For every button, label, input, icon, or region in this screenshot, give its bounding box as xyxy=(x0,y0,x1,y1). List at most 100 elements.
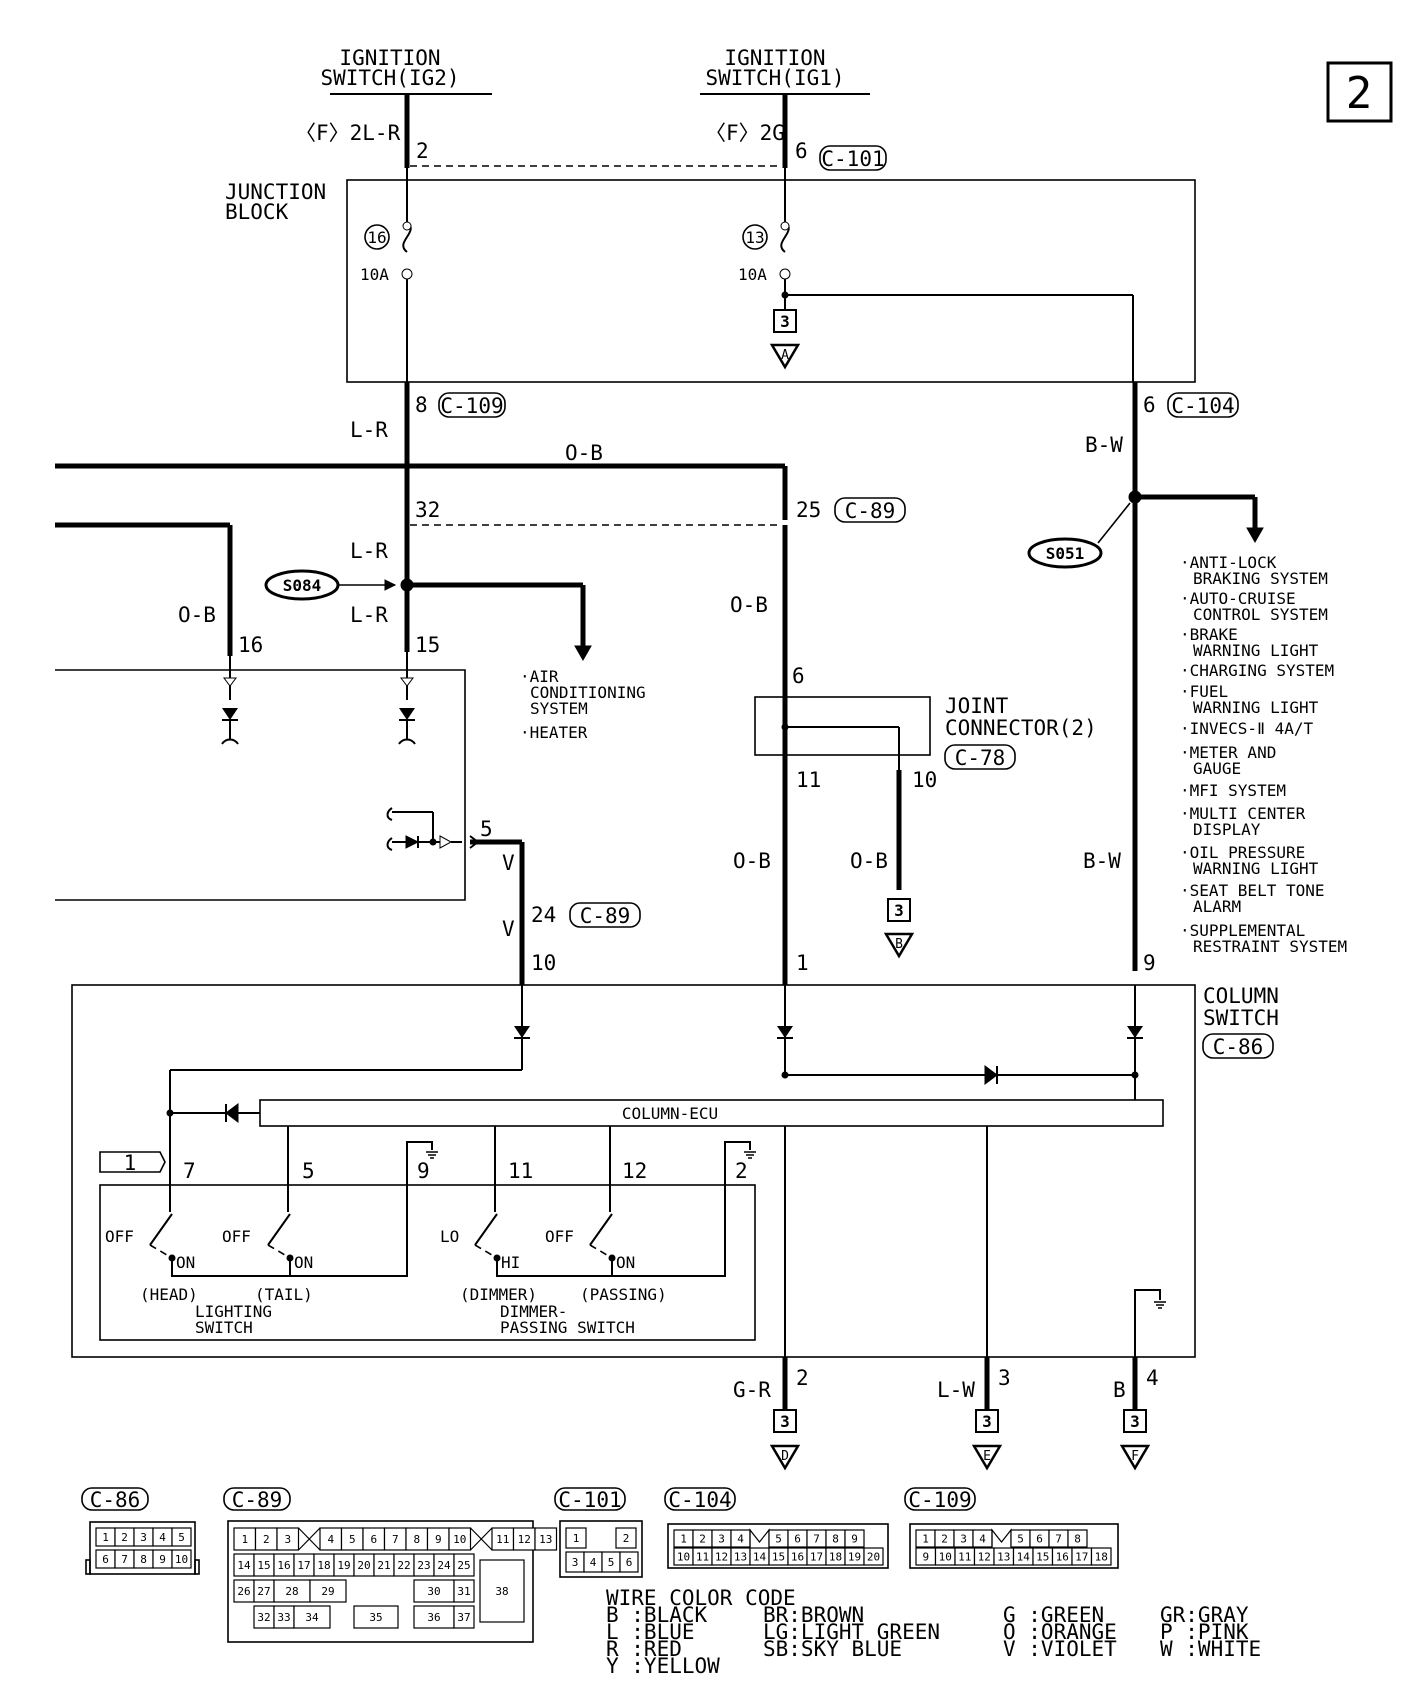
c89-pin-label: 13 xyxy=(539,1533,552,1546)
wire-ob-mid: O-B xyxy=(730,593,768,617)
c89-blank-cavity xyxy=(298,1527,321,1551)
c89-pin-label: 29 xyxy=(321,1585,334,1598)
wire-v-1: V xyxy=(502,851,515,875)
c89-pin-label: 15 xyxy=(257,1559,270,1572)
svg-text:P :PINK: P :PINK xyxy=(1160,1620,1249,1644)
ig2-wire-label: 〈F〉2L-R xyxy=(295,121,401,145)
splice-s051: S051 xyxy=(1046,544,1085,563)
svg-text:DISPLAY: DISPLAY xyxy=(1193,820,1261,839)
c89-pin-label: 25 xyxy=(457,1559,470,1572)
svg-text:W :WHITE: W :WHITE xyxy=(1160,1637,1261,1661)
conn-c109-label: C-109 xyxy=(440,394,503,418)
svg-text:·AUTO-CRUISE: ·AUTO-CRUISE xyxy=(1180,589,1296,608)
c89-pin-label: 16 xyxy=(277,1559,290,1572)
svg-text:WARNING LIGHT: WARNING LIGHT xyxy=(1193,698,1319,717)
c104-pin-label: 20 xyxy=(867,1551,880,1564)
svg-text:·BRAKE: ·BRAKE xyxy=(1180,625,1238,644)
pin-8: 8 xyxy=(415,393,428,417)
c104-pin-label: 10 xyxy=(677,1551,690,1564)
ref-a: A xyxy=(781,348,789,363)
svg-text:Y :YELLOW: Y :YELLOW xyxy=(606,1654,720,1678)
c109-cell xyxy=(1090,1547,1112,1566)
svg-text:·CHARGING SYSTEM: ·CHARGING SYSTEM xyxy=(1180,661,1334,680)
svg-text:CONTROL SYSTEM: CONTROL SYSTEM xyxy=(1193,605,1328,624)
c89-pin-label: 2 xyxy=(263,1533,270,1546)
c109-pin-label: 10 xyxy=(939,1551,952,1564)
passing-on: ON xyxy=(616,1253,635,1272)
ref-page-3-d: 3 xyxy=(780,1412,790,1431)
wire-gr: G-R xyxy=(733,1378,771,1402)
passing-off: OFF xyxy=(545,1227,574,1246)
svg-text:·HEATER: ·HEATER xyxy=(520,723,588,742)
c89-cell xyxy=(353,1605,399,1629)
ref-f: F xyxy=(1131,1449,1139,1464)
pin-1: 1 xyxy=(796,951,809,975)
c86-pin-label: 4 xyxy=(159,1531,166,1544)
c104-pin-label: 4 xyxy=(737,1533,744,1546)
conn-diagram-c89-label: C-89 xyxy=(232,1488,283,1512)
c104-pin-label: 16 xyxy=(791,1551,804,1564)
c89-pin-label: 17 xyxy=(297,1559,310,1572)
lighting-switch-label-1: LIGHTING xyxy=(195,1302,272,1321)
splice-s084: S084 xyxy=(283,576,322,595)
c104-pin-label: 3 xyxy=(718,1533,725,1546)
c89-pin-label: 38 xyxy=(495,1585,508,1598)
c104-pin-label: 14 xyxy=(753,1551,767,1564)
c86-pin-label: 6 xyxy=(102,1553,109,1566)
c104-pin-label: 13 xyxy=(734,1551,747,1564)
switch-pin-7: 7 xyxy=(183,1159,196,1183)
c89-cell xyxy=(293,1605,331,1629)
pin-32: 32 xyxy=(415,498,440,522)
wire-color-code: WIRE COLOR CODE B :BLACK L :BLUE R :RED … xyxy=(606,1586,1261,1678)
c89-cell xyxy=(453,1605,475,1629)
c89-pin-label: 5 xyxy=(349,1533,356,1546)
svg-text:SB:SKY BLUE: SB:SKY BLUE xyxy=(763,1637,902,1661)
c86-pin-label: 5 xyxy=(178,1531,185,1544)
c89-cell xyxy=(309,1579,347,1603)
c89-pin-label: 19 xyxy=(337,1559,350,1572)
c89-pin-label: 1 xyxy=(241,1533,248,1546)
dimmer-label: (DIMMER) xyxy=(460,1285,537,1304)
c101-pin-label: 1 xyxy=(573,1532,580,1545)
passing-label: (PASSING) xyxy=(580,1285,667,1304)
lighting-switch-label-2: SWITCH xyxy=(195,1318,253,1337)
svg-text:SYSTEM: SYSTEM xyxy=(530,699,588,718)
svg-text:BR:BROWN: BR:BROWN xyxy=(763,1603,864,1627)
ig1-wire-label: 〈F〉2G xyxy=(705,121,785,145)
c104-pin-label: 18 xyxy=(829,1551,842,1564)
switch-pin-5: 5 xyxy=(302,1159,315,1183)
svg-text:·INVECS-Ⅱ 4A/T: ·INVECS-Ⅱ 4A/T xyxy=(1180,719,1313,738)
c104-pin-label: 9 xyxy=(851,1533,858,1546)
c89-blank-cavity xyxy=(470,1527,493,1551)
svg-text:R :RED: R :RED xyxy=(606,1637,682,1661)
c109-pin-label: 12 xyxy=(978,1551,991,1564)
svg-text:·OIL PRESSURE: ·OIL PRESSURE xyxy=(1180,843,1305,862)
pin-6-jc: 6 xyxy=(792,664,805,688)
out-pin-2: 2 xyxy=(796,1366,809,1390)
svg-text:RESTRAINT SYSTEM: RESTRAINT SYSTEM xyxy=(1193,937,1347,956)
c86-pin-label: 8 xyxy=(140,1553,147,1566)
wire-lr-1: L-R xyxy=(350,418,388,442)
c86-cell xyxy=(171,1527,192,1547)
svg-text:V :VIOLET: V :VIOLET xyxy=(1003,1637,1117,1661)
c89-pin-label: 7 xyxy=(392,1533,399,1546)
ref-page-3-b: 3 xyxy=(894,901,904,920)
pin-15: 15 xyxy=(415,633,440,657)
c101-pin-label: 5 xyxy=(608,1556,615,1569)
ig1-label-2: SWITCH(IG1) xyxy=(705,66,844,90)
conn-diagram-c101-label: C-101 xyxy=(558,1488,621,1512)
conn-c89-label-2: C-89 xyxy=(580,904,631,928)
c89-pin-label: 23 xyxy=(417,1559,430,1572)
c104-pin-label: 2 xyxy=(699,1533,706,1546)
c101-cell xyxy=(619,1551,639,1573)
svg-text:CONDITIONING: CONDITIONING xyxy=(530,683,646,702)
c89-pin-label: 20 xyxy=(357,1559,370,1572)
svg-text:·MFI SYSTEM: ·MFI SYSTEM xyxy=(1180,781,1286,800)
c101-pin-label: 6 xyxy=(626,1556,633,1569)
junction-block xyxy=(346,179,1196,383)
c89-pin-label: 33 xyxy=(277,1611,290,1624)
c109-pin-label: 18 xyxy=(1095,1551,1108,1564)
wire-lw: L-W xyxy=(937,1378,975,1402)
c101-pin-label: 2 xyxy=(623,1532,630,1545)
